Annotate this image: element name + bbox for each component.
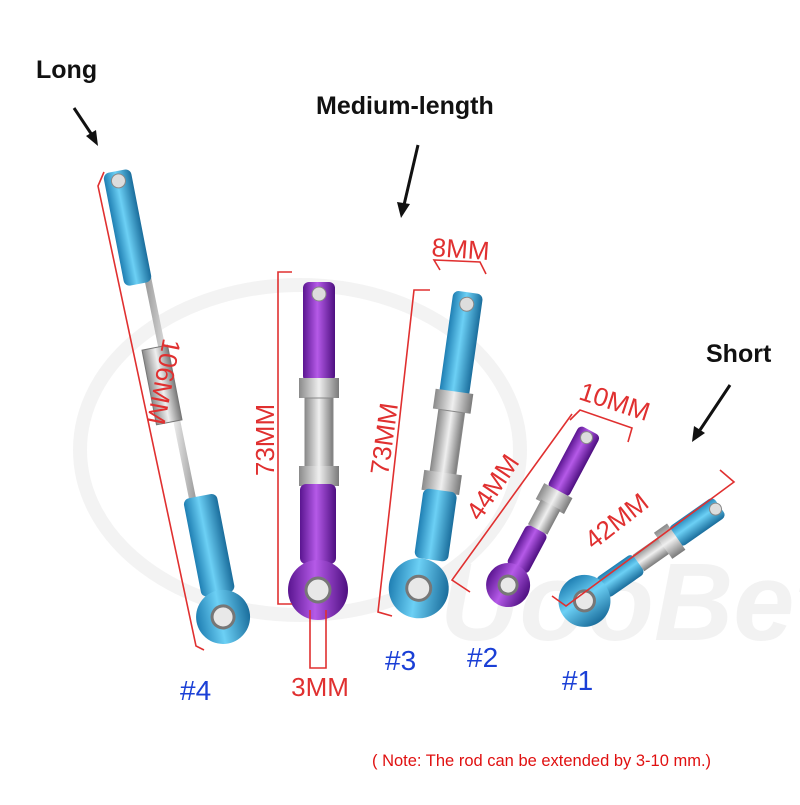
- arrow-long: [72, 107, 98, 146]
- rod-2-width-label: 10MM: [576, 376, 654, 427]
- arrow-short: [692, 384, 732, 442]
- rod-2-number: #2: [467, 642, 499, 673]
- rod-purple: 73MM 3MM: [250, 271, 349, 702]
- label-medium: Medium-length: [316, 92, 494, 120]
- label-short: Short: [706, 340, 772, 368]
- purple-length-label: 73MM: [250, 404, 280, 476]
- rod-4: 106MM: [97, 169, 251, 651]
- label-long: Long: [36, 56, 98, 84]
- purple-hole-label: 3MM: [291, 672, 349, 702]
- extension-note: ( Note: The rod can be extended by 3-10 …: [372, 752, 712, 770]
- rod-3-width-label: 8MM: [431, 232, 491, 266]
- rod-3-length-label: 73MM: [364, 401, 404, 477]
- rod-4-number: #4: [180, 675, 212, 706]
- rod-3-number: #3: [385, 645, 417, 676]
- arrow-medium: [397, 144, 420, 218]
- rod-1-number: #1: [562, 665, 594, 696]
